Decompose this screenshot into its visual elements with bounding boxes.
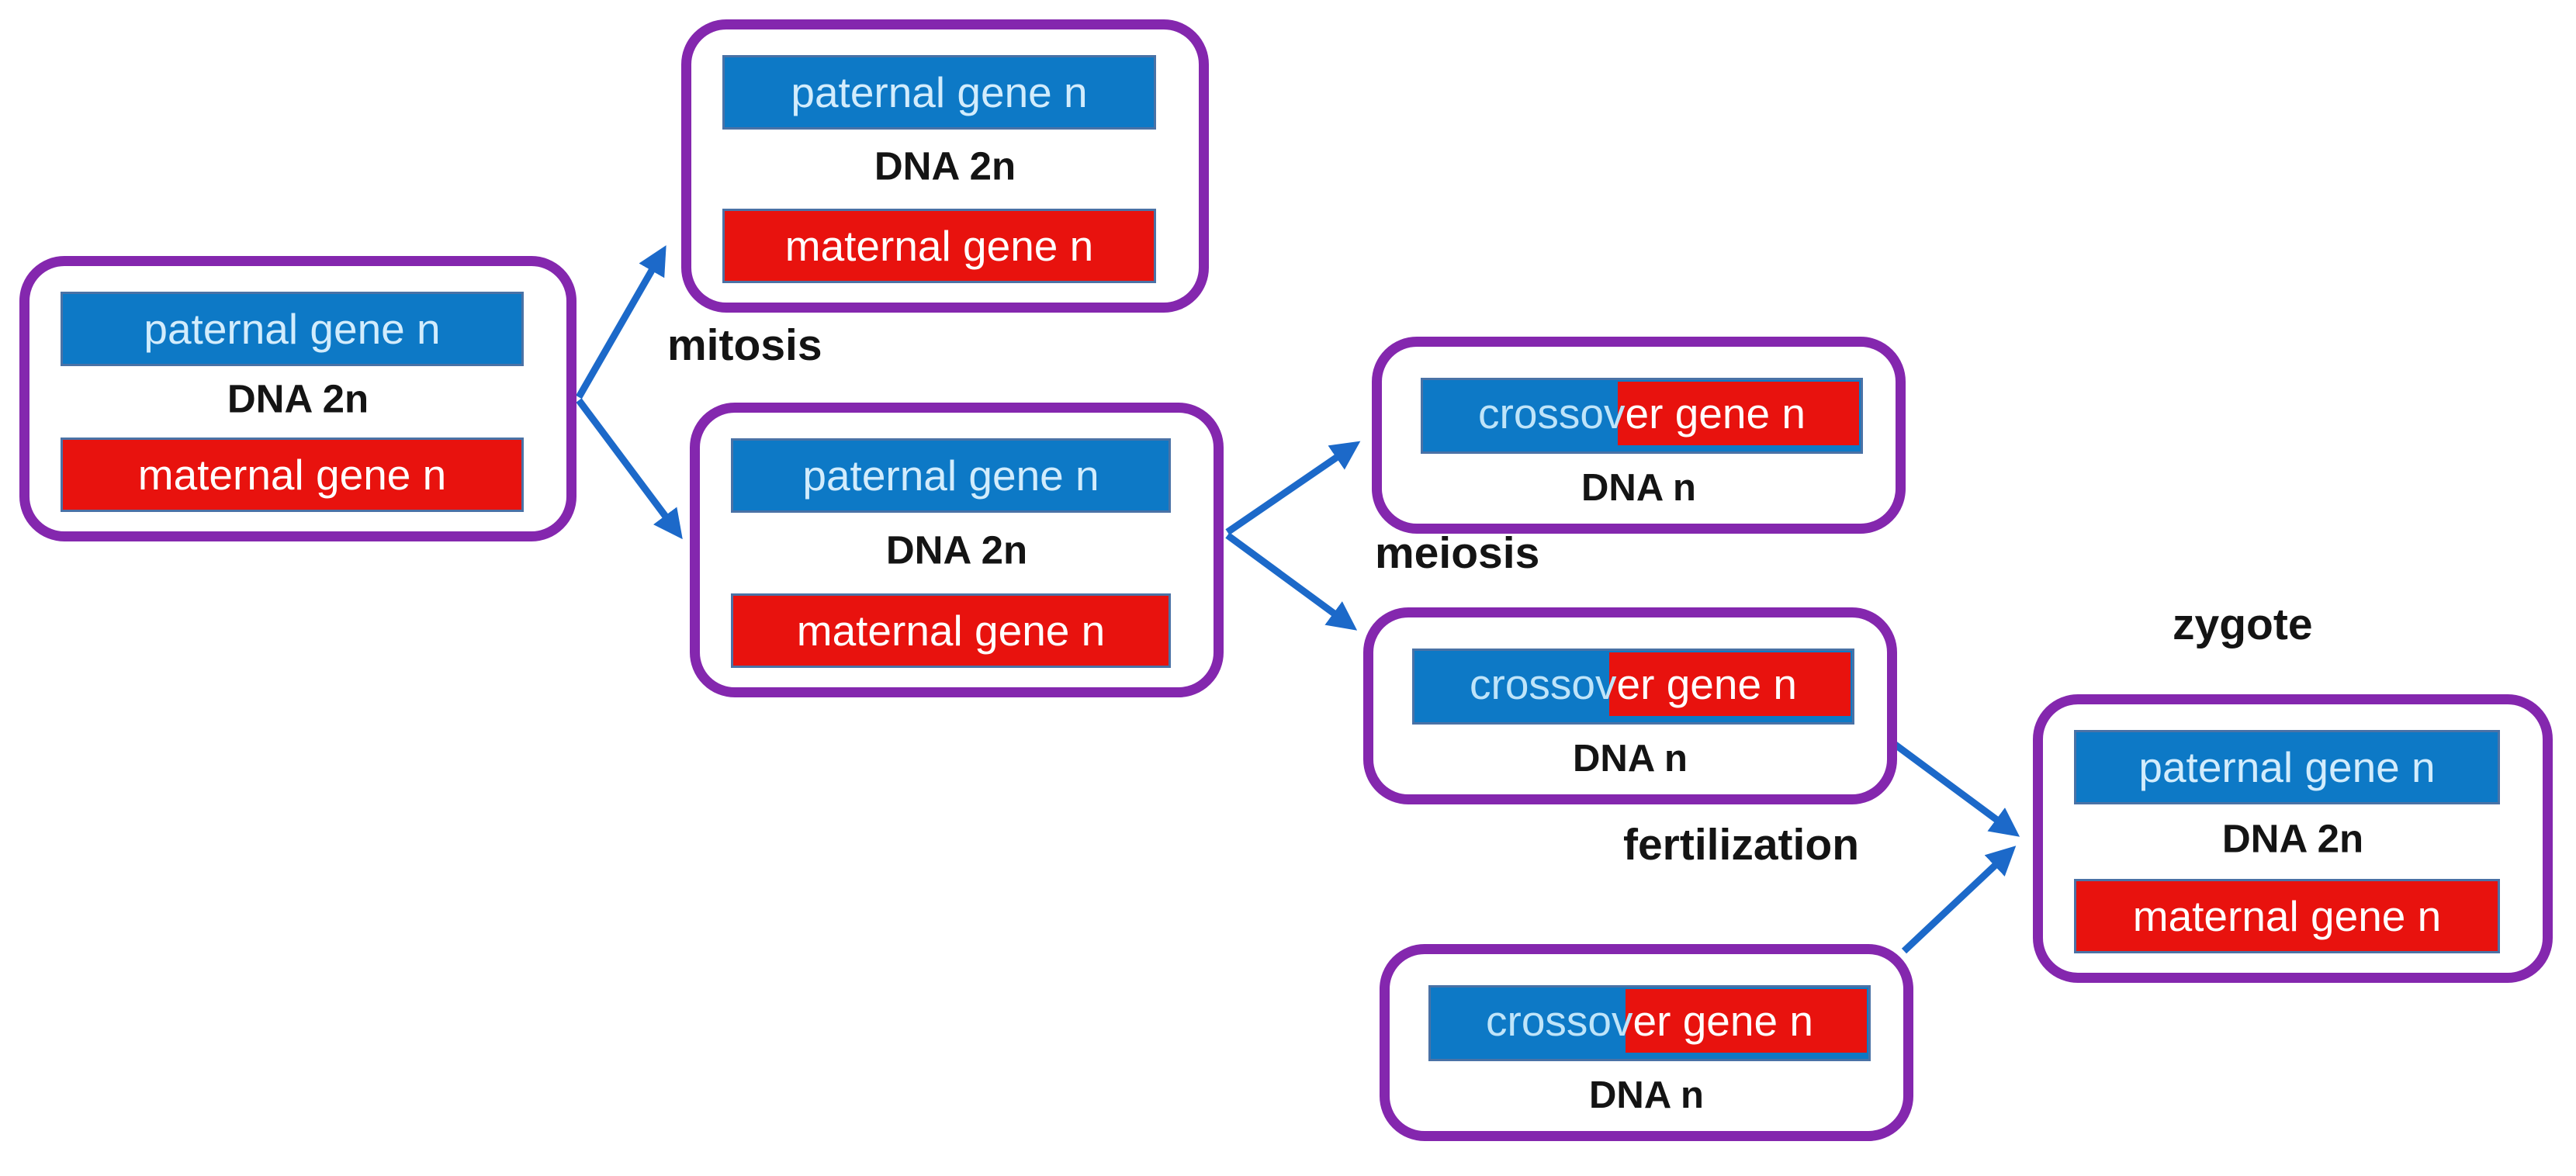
crossover-red-segment	[1608, 652, 1851, 716]
cell-zygote: paternal gene n DNA 2n maternal gene n	[2033, 694, 2553, 983]
maternal-gene-label: maternal gene n	[796, 607, 1106, 655]
dna-count-label: DNA n	[1581, 467, 1696, 509]
crossover-label-right: er gene n	[1633, 997, 1813, 1045]
maternal-gene-bar: maternal gene n	[722, 209, 1156, 283]
paternal-gene-bar: paternal gene n	[61, 292, 524, 366]
crossover-label-right: er gene n	[1616, 660, 1797, 708]
paternal-gene-bar: paternal gene n	[731, 438, 1171, 513]
dna-count-label: DNA n	[1589, 1074, 1704, 1116]
maternal-gene-label: maternal gene n	[784, 222, 1094, 270]
maternal-gene-label: maternal gene n	[2132, 892, 2442, 940]
cell-meiosis-mother: paternal gene n DNA 2n maternal gene n	[690, 403, 1224, 697]
arrow-meiosis-to-gamete-middle	[1225, 532, 1358, 631]
arrow-parent-to-mitosis	[576, 245, 667, 399]
dna-count-label: DNA 2n	[227, 376, 369, 421]
maternal-gene-label: maternal gene n	[137, 451, 447, 499]
dna-count-label: DNA 2n	[2221, 816, 2364, 861]
paternal-gene-label: paternal gene n	[791, 68, 1088, 116]
arrow-gamete-middle-to-zygote	[1891, 740, 2020, 837]
paternal-gene-bar: paternal gene n	[2074, 730, 2500, 804]
crossover-label-left: crossov	[1478, 389, 1626, 438]
paternal-gene-label: paternal gene n	[2138, 743, 2436, 791]
paternal-gene-label: paternal gene n	[144, 305, 441, 353]
dna-count-label: DNA 2n	[885, 527, 1028, 572]
arrow-parent-to-meiosis-mother	[576, 398, 683, 540]
crossover-label-right: er gene n	[1625, 389, 1806, 438]
meiosis-label: meiosis	[1375, 528, 1540, 578]
zygote-label: zygote	[2173, 600, 2313, 649]
mitosis-label: mitosis	[667, 320, 822, 370]
dna-count-label: DNA n	[1573, 738, 1688, 780]
paternal-gene-label: paternal gene n	[802, 451, 1099, 500]
arrow-meiosis-to-gamete-top	[1225, 441, 1361, 535]
dna-count-label: DNA 2n	[874, 144, 1016, 189]
crossover-label-left: crossov	[1486, 997, 1633, 1045]
fertilization-label: fertilization	[1623, 820, 1860, 870]
cell-parent: paternal gene n DNA 2n maternal gene n	[19, 256, 576, 541]
cell-mitosis-daughter: paternal gene n DNA 2n maternal gene n	[681, 19, 1209, 313]
arrow-gamete-bottom-to-zygote	[1901, 846, 2017, 954]
paternal-gene-bar: paternal gene n	[722, 55, 1156, 130]
maternal-gene-bar: maternal gene n	[61, 438, 524, 512]
crossover-label-left: crossov	[1470, 660, 1617, 708]
crossover-red-segment	[1625, 989, 1867, 1053]
maternal-gene-bar: maternal gene n	[731, 593, 1171, 668]
crossover-red-segment	[1617, 382, 1859, 445]
maternal-gene-bar: maternal gene n	[2074, 879, 2500, 953]
